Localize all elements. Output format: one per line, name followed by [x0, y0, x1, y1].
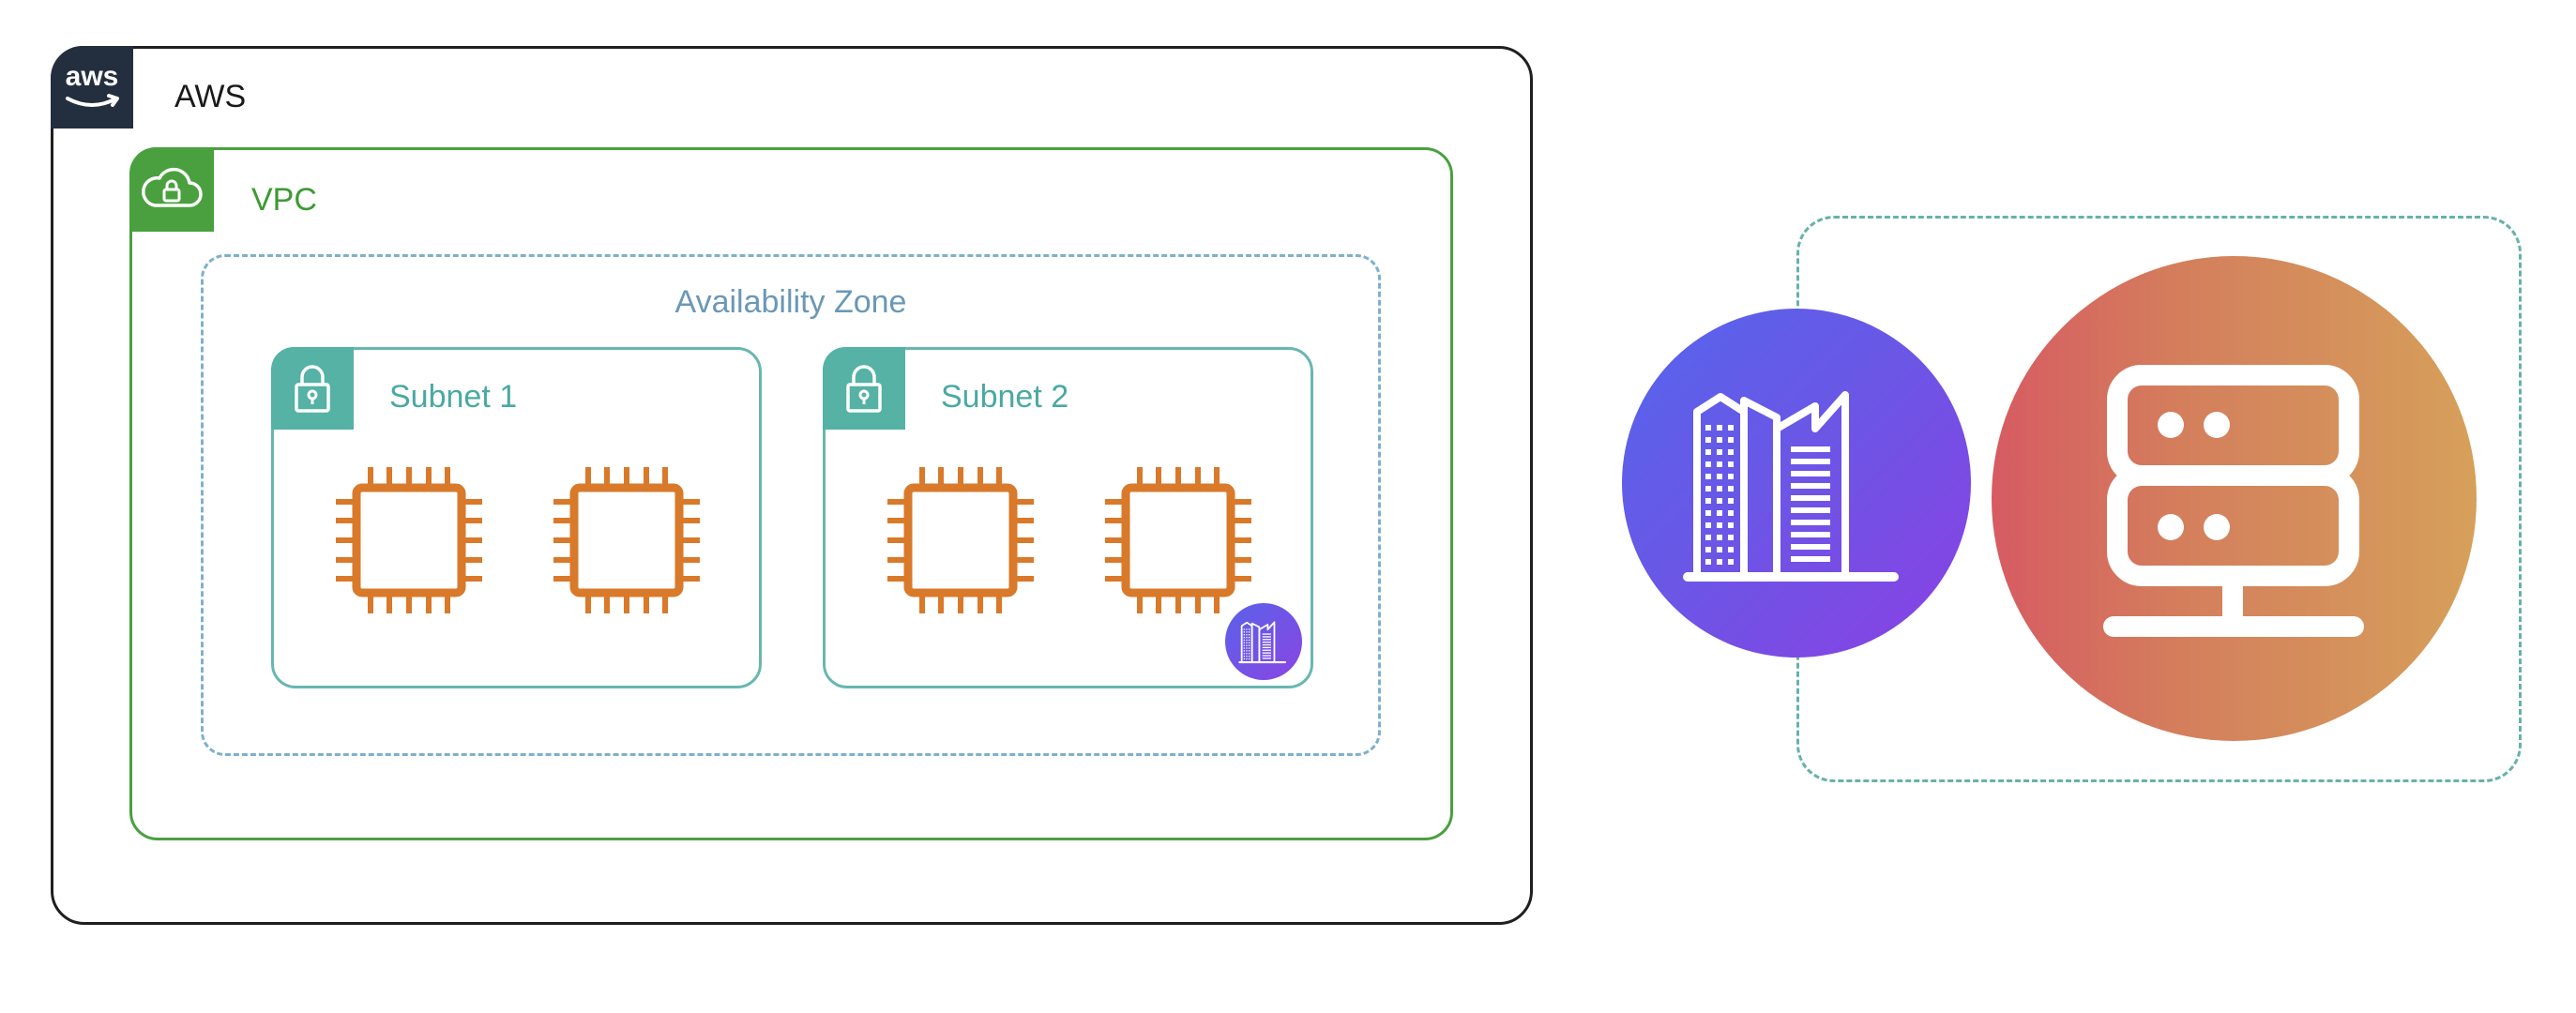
office-buildings-badge-icon: [1225, 603, 1302, 680]
aws-cloud-group: [51, 46, 1533, 925]
padlock-icon: [271, 347, 354, 430]
vpc-group: [129, 147, 1453, 840]
cpu-chip-icon: [336, 467, 482, 613]
subnet-2-group: [823, 347, 1313, 688]
aws-logo-icon: aws: [51, 46, 133, 129]
availability-zone-group: [201, 254, 1381, 756]
aws-group-title: AWS: [174, 79, 247, 114]
cpu-chip-icon: [1105, 467, 1251, 613]
cloud-lock-icon: [129, 147, 214, 232]
availability-zone-title: Availability Zone: [674, 284, 907, 320]
server-icon: [1992, 256, 2477, 741]
cpu-chip-icon: [887, 467, 1034, 613]
subnet-1-group: [271, 347, 762, 688]
subnet-1-title: Subnet 1: [389, 379, 518, 415]
padlock-icon: [823, 347, 905, 430]
aws-logo-text: aws: [66, 61, 119, 92]
vpc-title: VPC: [251, 182, 317, 218]
subnet-2-title: Subnet 2: [941, 379, 1069, 415]
office-buildings-icon: [1622, 309, 1971, 658]
cpu-chip-icon: [553, 467, 700, 613]
